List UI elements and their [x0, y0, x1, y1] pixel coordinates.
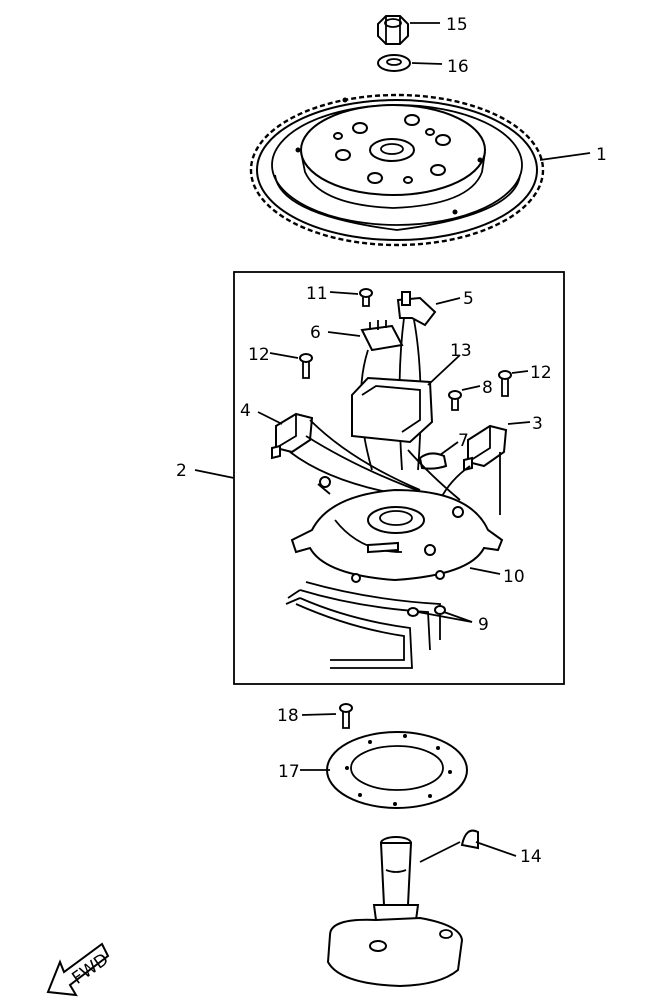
leader-11 — [329, 291, 359, 295]
crankshaft — [326, 836, 464, 988]
callout-16: 16 — [447, 57, 469, 77]
leader-1 — [539, 152, 591, 161]
leader-10 — [469, 567, 501, 575]
part-9-wire-harness — [285, 581, 446, 669]
callout-11: 11 — [306, 284, 328, 304]
callout-6: 6 — [310, 323, 321, 343]
leader-14 — [475, 841, 517, 857]
leader-5 — [435, 297, 461, 305]
leader-crank-key — [419, 841, 461, 863]
leader-6 — [327, 331, 361, 337]
callout-7: 7 — [458, 431, 469, 451]
callout-1: 1 — [596, 145, 607, 165]
part-15-flywheel-nut — [377, 15, 409, 45]
callout-8: 8 — [482, 378, 493, 398]
callout-5: 5 — [463, 289, 474, 309]
callout-labels: 15 16 1 2 11 5 6 13 12 12 8 4 3 7 10 9 1… — [176, 15, 607, 867]
fwd-arrow-icon: FWD — [46, 942, 112, 997]
part-14-key — [460, 829, 479, 850]
callout-10: 10 — [503, 567, 525, 587]
leader-12-right — [511, 370, 529, 374]
callout-12-right: 12 — [530, 363, 552, 383]
assembly-box-2 — [233, 271, 565, 685]
callout-14: 14 — [520, 847, 542, 867]
part-10-stator-base — [290, 476, 504, 583]
callout-17: 17 — [278, 762, 300, 782]
leader-7 — [439, 441, 459, 456]
callout-15: 15 — [446, 15, 468, 35]
part-18-screw — [339, 703, 353, 729]
part-13-lighting-coil — [351, 376, 434, 444]
part-1-flywheel — [249, 93, 545, 247]
leader-4 — [257, 411, 283, 425]
leader-12-left — [269, 352, 299, 359]
part-12-screw-left — [299, 353, 313, 379]
leader-13 — [427, 354, 461, 386]
leader-18 — [301, 713, 337, 716]
part-8-screw — [448, 390, 462, 411]
callout-4: 4 — [240, 401, 251, 421]
callout-13: 13 — [450, 341, 472, 361]
part-17-retainer-plate — [326, 731, 468, 809]
callout-3: 3 — [532, 414, 543, 434]
leader-3 — [507, 421, 531, 425]
callout-12-left: 12 — [248, 345, 270, 365]
callout-18: 18 — [277, 706, 299, 726]
leader-9b — [443, 611, 473, 623]
leader-8 — [461, 385, 481, 391]
leader-9a — [417, 611, 473, 623]
callout-2: 2 — [176, 461, 187, 481]
leader-2 — [194, 469, 235, 479]
part-7-clamp — [407, 449, 461, 501]
callout-9: 9 — [478, 615, 489, 635]
part-12-screw-right — [498, 370, 512, 397]
leader-16 — [411, 62, 443, 65]
part-16-washer — [377, 54, 411, 72]
part-11-screw — [359, 288, 373, 307]
